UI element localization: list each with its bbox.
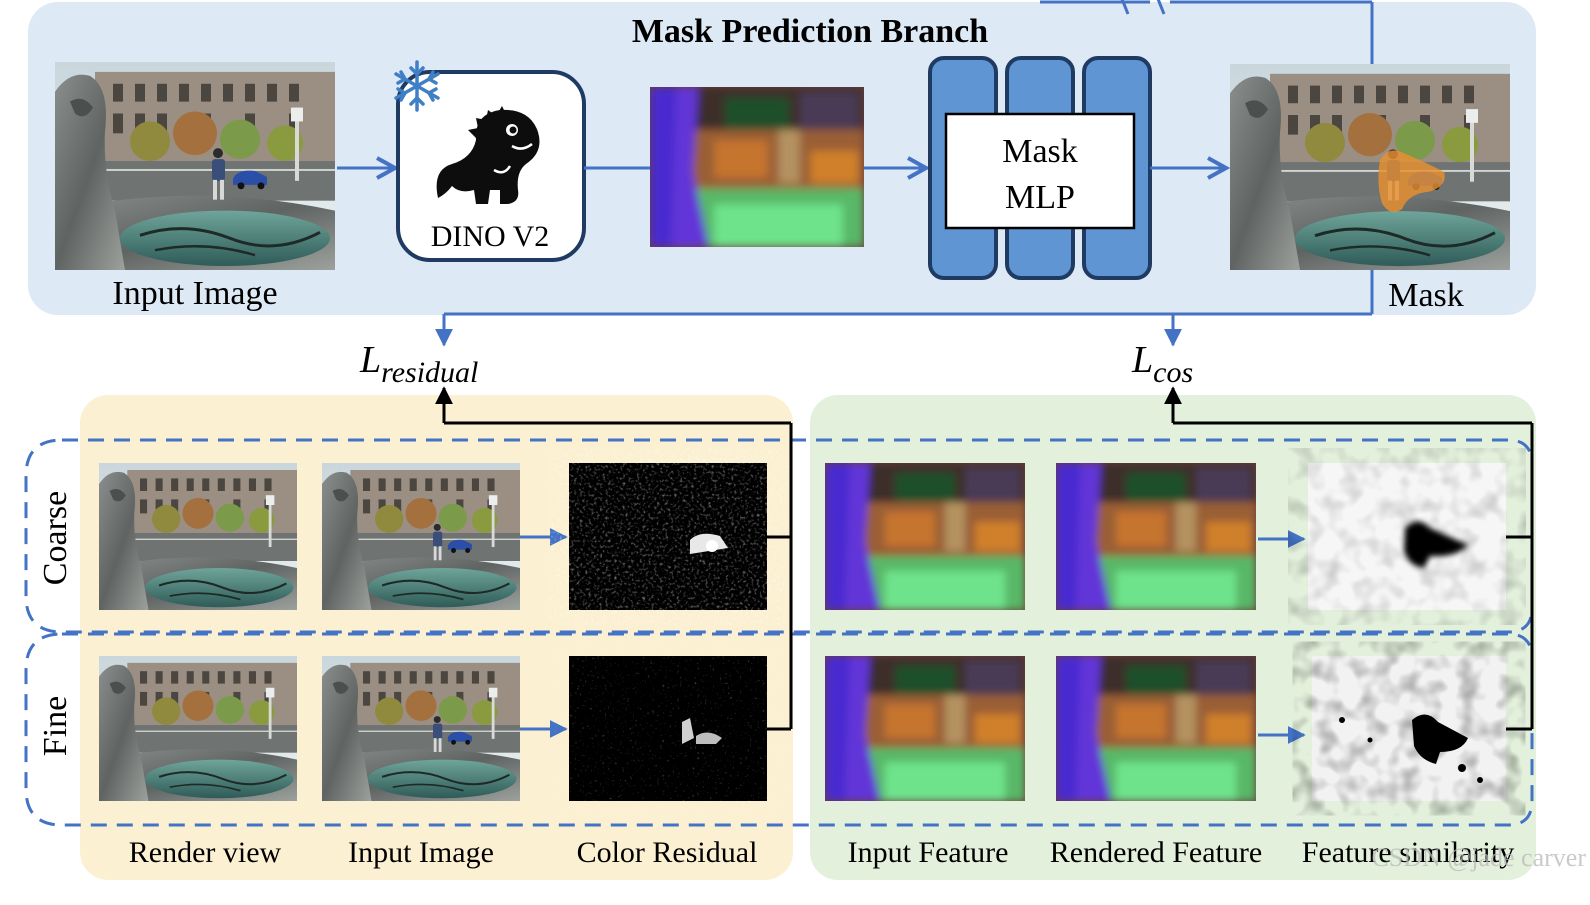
watermark: CSDN @jade carver xyxy=(1371,843,1586,872)
loss-cos: Lcos xyxy=(1131,339,1193,389)
col-label-render-view: Render view xyxy=(129,836,282,869)
coarse-input-image xyxy=(322,463,520,610)
dinosaur-icon xyxy=(436,106,540,204)
branch-title: Mask Prediction Branch xyxy=(632,13,988,50)
fine-render-view xyxy=(99,656,297,801)
mask-image xyxy=(1230,64,1510,270)
col-label-input-feature: Input Feature xyxy=(848,836,1009,869)
row-label-coarse: Coarse xyxy=(37,491,74,585)
top-input-label: Input Image xyxy=(112,275,277,312)
col-label-feature-similarity: Feature similarity xyxy=(1302,836,1514,869)
fine-row-frame xyxy=(24,632,1534,827)
fine-feature-similarity xyxy=(1312,656,1506,801)
residual-connectors xyxy=(435,386,793,731)
dino-label: DINO V2 xyxy=(431,220,550,253)
fine-color-residual xyxy=(569,656,767,801)
coarse-rendered-feature xyxy=(1056,463,1256,610)
col-label-input-image: Input Image xyxy=(348,836,494,869)
cos-connectors xyxy=(1164,386,1534,731)
coarse-render-view xyxy=(99,463,297,610)
col-label-rendered-feature: Rendered Feature xyxy=(1050,836,1262,869)
mlp-label-box xyxy=(944,112,1136,230)
coarse-feature-similarity xyxy=(1308,463,1506,610)
snowflake-icon xyxy=(394,60,440,112)
coarse-row-frame xyxy=(24,438,1534,634)
feedback-line xyxy=(1040,0,1374,66)
top-feature-map xyxy=(650,87,864,247)
col-label-color-residual: Color Residual xyxy=(577,836,758,869)
mask-label: Mask xyxy=(1388,277,1464,314)
row-label-fine: Fine xyxy=(37,696,74,756)
mlp-label-line1: Mask xyxy=(1002,133,1078,170)
fine-input-feature xyxy=(825,656,1025,801)
coarse-input-feature xyxy=(825,463,1025,610)
mask-to-loss-lines xyxy=(435,270,1374,347)
top-input-image xyxy=(55,62,335,270)
coarse-color-residual xyxy=(569,463,767,610)
fine-rendered-feature xyxy=(1056,656,1256,801)
mlp-label-line2: MLP xyxy=(1005,179,1075,216)
loss-residual: Lresidual xyxy=(359,339,478,389)
fine-input-image xyxy=(322,656,520,801)
